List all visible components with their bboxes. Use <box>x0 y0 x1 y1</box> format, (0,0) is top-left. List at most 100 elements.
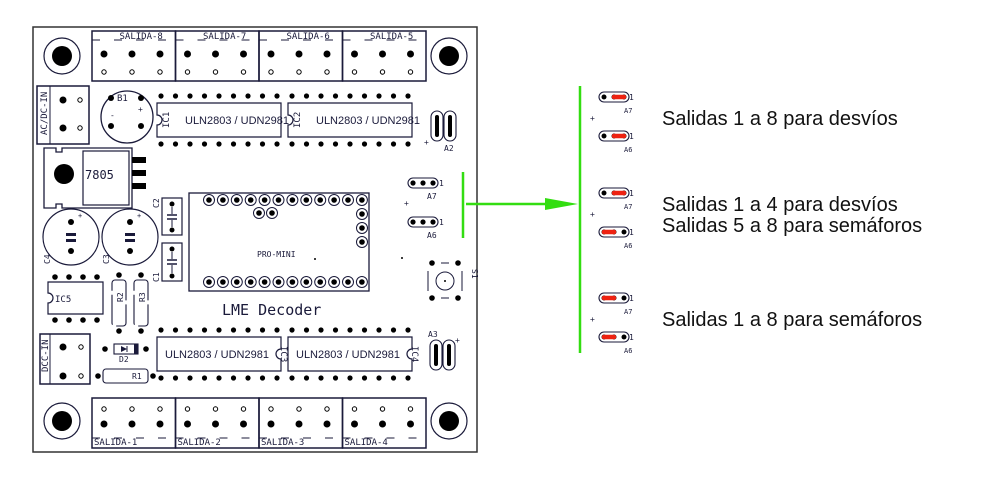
a7-label: A7 <box>427 192 437 201</box>
ic-ref-label: IC4 <box>409 346 419 362</box>
output-label: SALIDA-5 <box>370 32 413 42</box>
mounting-hole <box>430 402 468 440</box>
legend-text: Salidas 1 a 8 para desvíos <box>662 108 898 130</box>
resistor-r1: R1 <box>95 368 156 384</box>
a6-label: A6 <box>624 347 632 355</box>
mounting-hole <box>43 402 81 440</box>
switch-s1: S1 <box>427 260 479 301</box>
a2-label: A2 <box>444 144 454 153</box>
plus-mark: + <box>137 212 141 220</box>
mounting-hole <box>43 37 81 75</box>
capacitor-c3: + C3 <box>101 208 159 266</box>
pin1-label: 1 <box>629 294 634 303</box>
resistor-r2: R2 <box>111 272 127 334</box>
pin1-label: 1 <box>439 218 444 227</box>
jumper-header: 1 <box>598 130 634 142</box>
pin1-label: 1 <box>439 179 444 188</box>
output-connector: SALIDA-5 <box>341 30 427 82</box>
arrow-pointer <box>461 86 582 353</box>
c1-label: C1 <box>152 272 161 282</box>
ic-part-label: ULN2803 / UDN2981 <box>165 349 269 361</box>
output-connector: SALIDA-4 <box>341 397 427 449</box>
c4-label: C4 <box>43 254 52 264</box>
bridge-label: B1 <box>117 94 128 104</box>
a6-label: A6 <box>624 146 632 154</box>
plus-mark: + <box>78 212 82 220</box>
capacitor-c2: C2 <box>152 197 183 236</box>
mounting-hole <box>430 37 468 75</box>
ic-part-label: ULN2803 / UDN2981 <box>296 349 400 361</box>
ic-ref-label: IC2 <box>293 112 303 128</box>
capacitor-c1: C1 <box>152 242 183 282</box>
r3-label: R3 <box>138 292 147 302</box>
output-label: SALIDA-1 <box>94 438 137 448</box>
board-mode-jumpers: 1A7+1A6 <box>404 177 444 240</box>
a7-label: A7 <box>624 308 632 316</box>
board-title: LME Decoder <box>222 301 321 319</box>
diode-d2: D2 <box>102 343 149 364</box>
ic5-label: IC5 <box>55 295 71 305</box>
a6-label: A6 <box>624 242 632 250</box>
output-label: SALIDA-7 <box>203 32 246 42</box>
output-connector: SALIDA-2 <box>174 397 260 449</box>
driver-ic: ULN2803 / UDN2981 IC2 <box>287 93 420 147</box>
jumper-header: 1 <box>407 216 444 228</box>
plus-mark: + <box>455 336 460 345</box>
plus-mark: + <box>138 105 143 114</box>
plus-mark: + <box>590 315 595 324</box>
power-input-label: AC/DC-IN <box>40 92 50 135</box>
ic-ref-label: IC1 <box>162 112 172 128</box>
output-label: SALIDA-2 <box>178 438 221 448</box>
pin1-label: 1 <box>629 132 634 141</box>
jumper-a3: A3 + <box>428 330 460 371</box>
pro-mini-module: PRO-MINI <box>188 192 370 292</box>
pin1-label: 1 <box>629 333 634 342</box>
regulator-label: 7805 <box>85 168 114 182</box>
driver-ic: ULN2803 / UDN2981 IC4 <box>287 327 419 381</box>
output-label: SALIDA-3 <box>261 438 304 448</box>
jumper-header: 1 <box>598 91 634 103</box>
capacitor-c4: + C4 <box>42 208 100 266</box>
jumper-header: 1 <box>598 226 634 238</box>
plus-mark: + <box>590 114 595 123</box>
jumper-header: 1 <box>407 177 444 189</box>
legend-text: Salidas 1 a 4 para desvíos <box>662 194 898 216</box>
output-label: SALIDA-4 <box>345 438 388 448</box>
dcc-input-connector: DCC-IN <box>39 333 91 385</box>
power-input-connector: AC/DC-IN <box>36 85 90 145</box>
jumper-header: 1 <box>598 331 634 343</box>
bottom-output-connectors: SALIDA-1 SALIDA-2 SALIDA-3 SALIDA-4 <box>91 397 427 449</box>
ic-part-label: ULN2803 / UDN2981 <box>185 115 289 127</box>
a7-label: A7 <box>624 203 632 211</box>
jumper-header: 1 <box>598 292 634 304</box>
s1-label: S1 <box>470 269 479 279</box>
plus-mark: + <box>424 138 429 147</box>
ic-part-label: ULN2803 / UDN2981 <box>316 115 420 127</box>
pin1-label: 1 <box>629 93 634 102</box>
pin1-label: 1 <box>629 189 634 198</box>
ic-ref-label: IC3 <box>278 346 288 362</box>
legend-text: Salidas 5 a 8 para semáforos <box>662 215 922 237</box>
optocoupler-ic5: IC5 <box>47 274 104 323</box>
jumper-header: 1 <box>598 187 634 199</box>
legend-text: Salidas 1 a 8 para semáforos <box>662 309 922 331</box>
a6-label: A6 <box>427 231 437 240</box>
board-outline <box>32 26 478 453</box>
plus-mark: + <box>590 210 595 219</box>
r1-label: R1 <box>132 372 142 381</box>
plus-mark: + <box>404 199 409 208</box>
pin1-label: 1 <box>629 228 634 237</box>
output-label: SALIDA-8 <box>120 32 163 42</box>
resistor-r3: R3 <box>133 272 149 334</box>
driver-ic: ULN2803 / UDN2981 IC1 <box>156 93 289 147</box>
c2-label: C2 <box>152 198 161 208</box>
a7-label: A7 <box>624 107 632 115</box>
bridge-rectifier: B1 + - <box>100 90 154 144</box>
